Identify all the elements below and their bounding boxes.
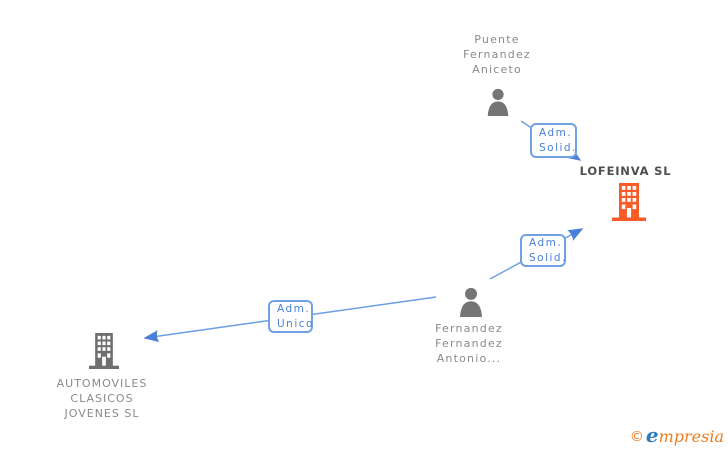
edge-label-line: Adm.	[529, 236, 563, 249]
name-line: JOVENES SL	[64, 407, 140, 420]
edge-label-line: Solid.	[539, 141, 577, 154]
company-icon-automoviles[interactable]	[89, 333, 119, 369]
name-line: Fernandez	[435, 337, 503, 350]
edge-label-adm-solid-2[interactable]: Adm. Solid.	[520, 234, 566, 267]
empresia-logo: ©empresia	[630, 423, 724, 447]
name-line: CLASICOS	[70, 392, 134, 405]
company-name-lofeinva-sl[interactable]: LOFEINVA SL	[579, 164, 672, 178]
brand-name: mpresia	[658, 427, 724, 446]
person-name-puente-fernandez-aniceto[interactable]: Puente Fernandez Aniceto	[437, 32, 557, 77]
edge-label-adm-solid-1[interactable]: Adm. Solid.	[530, 123, 577, 158]
company-name-automoviles-clasicos-jovenes[interactable]: AUTOMOVILES CLASICOS JOVENES SL	[32, 376, 172, 421]
brand-initial: e	[645, 423, 659, 447]
name-line: Fernandez	[463, 48, 531, 61]
edge-label-adm-unico[interactable]: Adm. Unico	[268, 300, 313, 333]
person-icon-fernandez[interactable]	[457, 287, 485, 317]
person-icon-puente[interactable]	[485, 88, 511, 116]
company-icon-lofeinva[interactable]	[612, 183, 646, 221]
name-line: Puente	[474, 33, 520, 46]
edge-label-line: Adm.	[539, 126, 573, 139]
name-line: Antonio...	[436, 352, 502, 365]
edge-label-line: Adm.	[277, 302, 311, 315]
name-line: Aniceto	[472, 63, 522, 76]
name-line: AUTOMOVILES	[56, 377, 148, 390]
person-name-fernandez-fernandez-antonio[interactable]: Fernandez Fernandez Antonio...	[409, 321, 529, 366]
edge-label-line: Unico	[277, 317, 314, 330]
copyright-symbol: ©	[629, 429, 644, 445]
edge-label-line: Solid.	[529, 251, 567, 264]
name-line: Fernandez	[435, 322, 503, 335]
